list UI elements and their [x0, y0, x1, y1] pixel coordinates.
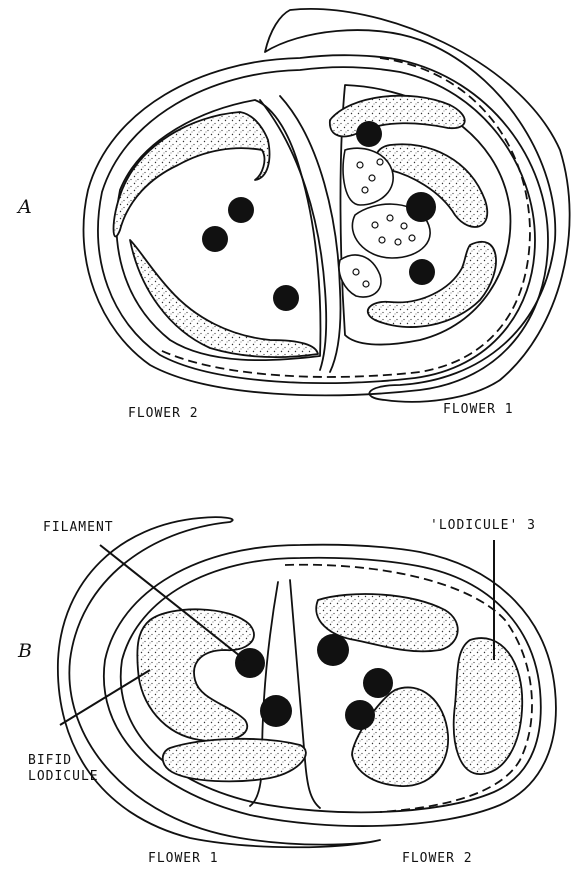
panel-a-flower1-filament: [409, 259, 435, 285]
panel-b-flower1-filament: [235, 648, 265, 678]
panel-a-flower1-anther: [339, 255, 381, 297]
panel-a-flower1-label: FLOWER 1: [443, 402, 514, 417]
panel-a-diagram: [83, 9, 569, 402]
panel-a-flower1-filament: [356, 121, 382, 147]
panel-b-letter: B: [18, 640, 32, 662]
panel-b-flower2-filament: [317, 634, 349, 666]
panel-a-flower2-label: FLOWER 2: [128, 406, 199, 421]
panel-b-flower2-lodicule3: [454, 638, 523, 774]
panel-b-flower1-lodicule: [137, 609, 254, 741]
filament-label: FILAMENT: [43, 520, 114, 535]
panel-b-flower1-label: FLOWER 1: [148, 851, 219, 866]
bifid-lodicule-leader-line: [60, 670, 150, 725]
panel-a-flower2-filament: [202, 226, 228, 252]
panel-b-outer-glume: [58, 517, 380, 847]
panel-b-flower1-filament: [260, 695, 292, 727]
panel-a-flower2-filament: [228, 197, 254, 223]
lodicule3-label: 'LODICULE' 3: [430, 518, 536, 533]
panel-b-diagram: [58, 517, 556, 847]
panel-b-flower2-filament: [363, 668, 393, 698]
bifid-label-line2: LODICULE: [28, 769, 99, 784]
panel-a-divider: [260, 96, 341, 372]
panel-a-flower1-filament: [406, 192, 436, 222]
panel-a-flower1-lodicule-top: [330, 96, 465, 137]
bifid-label-line1: BIFID: [28, 753, 72, 768]
panel-a-letter: A: [18, 196, 32, 218]
panel-b-flower2-label: FLOWER 2: [402, 851, 473, 866]
panel-b-flower1-lodicule-lower: [163, 739, 306, 782]
panel-a-flower2-filament: [273, 285, 299, 311]
panel-b-flower2-filament: [345, 700, 375, 730]
